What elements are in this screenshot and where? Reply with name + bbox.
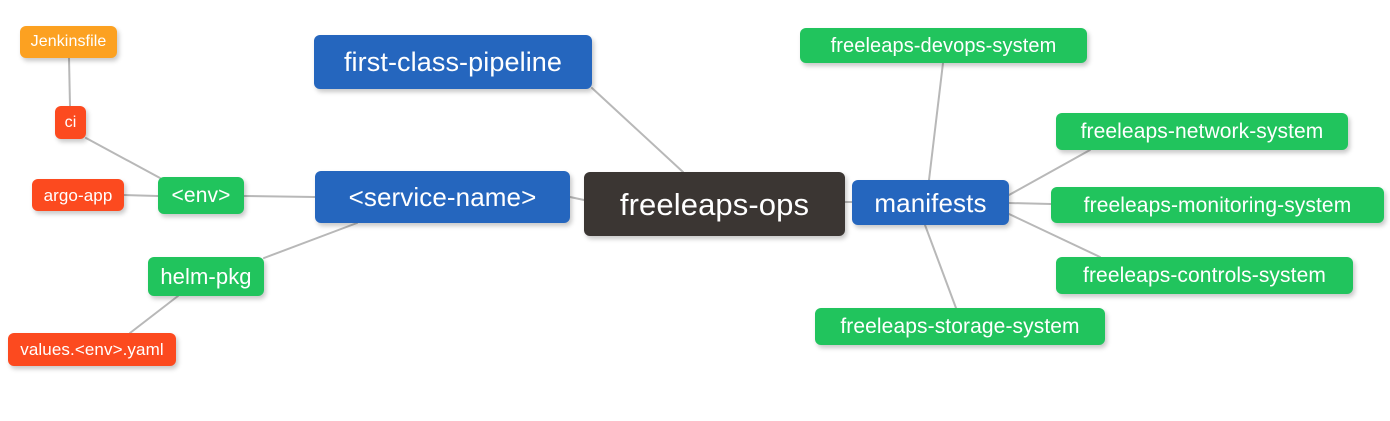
edge-manifests-to-freeleaps-network-system bbox=[1008, 149, 1091, 196]
edge-manifests-to-freeleaps-monitoring-system bbox=[1008, 202, 1052, 205]
mindmap-node-first-class-pipeline[interactable]: first-class-pipeline bbox=[314, 35, 592, 89]
edge-helm-pkg-to-values-env-yaml bbox=[129, 295, 179, 334]
mindmap-node-freeleaps-storage-system[interactable]: freeleaps-storage-system bbox=[815, 308, 1105, 345]
mindmap-node-freeleaps-controls-system[interactable]: freeleaps-controls-system bbox=[1056, 257, 1353, 294]
edge-jenkinsfile-to-ci bbox=[68, 57, 71, 107]
mindmap-node-argo-app[interactable]: argo-app bbox=[32, 179, 124, 211]
mindmap-node-freeleaps-monitoring-system[interactable]: freeleaps-monitoring-system bbox=[1051, 187, 1384, 223]
edge-argo-app-to-env bbox=[123, 194, 159, 197]
edge-env-to-service-name bbox=[243, 195, 316, 198]
edge-manifests-to-freeleaps-controls-system bbox=[1008, 213, 1101, 258]
mindmap-node-ci[interactable]: ci bbox=[55, 106, 86, 139]
edge-manifests-to-freeleaps-storage-system bbox=[924, 224, 957, 309]
mindmap-node-helm-pkg[interactable]: helm-pkg bbox=[148, 257, 264, 296]
edge-first-class-pipeline-to-freeleaps-ops bbox=[591, 87, 684, 173]
edge-ci-to-env bbox=[85, 137, 161, 179]
mindmap-node-service-name[interactable]: <service-name> bbox=[315, 171, 570, 223]
mindmap-node-freeleaps-ops[interactable]: freeleaps-ops bbox=[584, 172, 845, 236]
mindmap-node-env[interactable]: <env> bbox=[158, 177, 244, 214]
mindmap-node-manifests[interactable]: manifests bbox=[852, 180, 1009, 225]
mindmap-node-jenkinsfile[interactable]: Jenkinsfile bbox=[20, 26, 117, 58]
mindmap-node-freeleaps-devops-system[interactable]: freeleaps-devops-system bbox=[800, 28, 1087, 63]
mindmap-node-values-env-yaml[interactable]: values.<env>.yaml bbox=[8, 333, 176, 366]
edge-service-name-to-freeleaps-ops bbox=[569, 196, 585, 201]
mindmap-node-freeleaps-network-system[interactable]: freeleaps-network-system bbox=[1056, 113, 1348, 150]
edge-service-name-to-helm-pkg bbox=[263, 222, 358, 259]
edge-freeleaps-devops-system-to-manifests bbox=[928, 62, 944, 181]
